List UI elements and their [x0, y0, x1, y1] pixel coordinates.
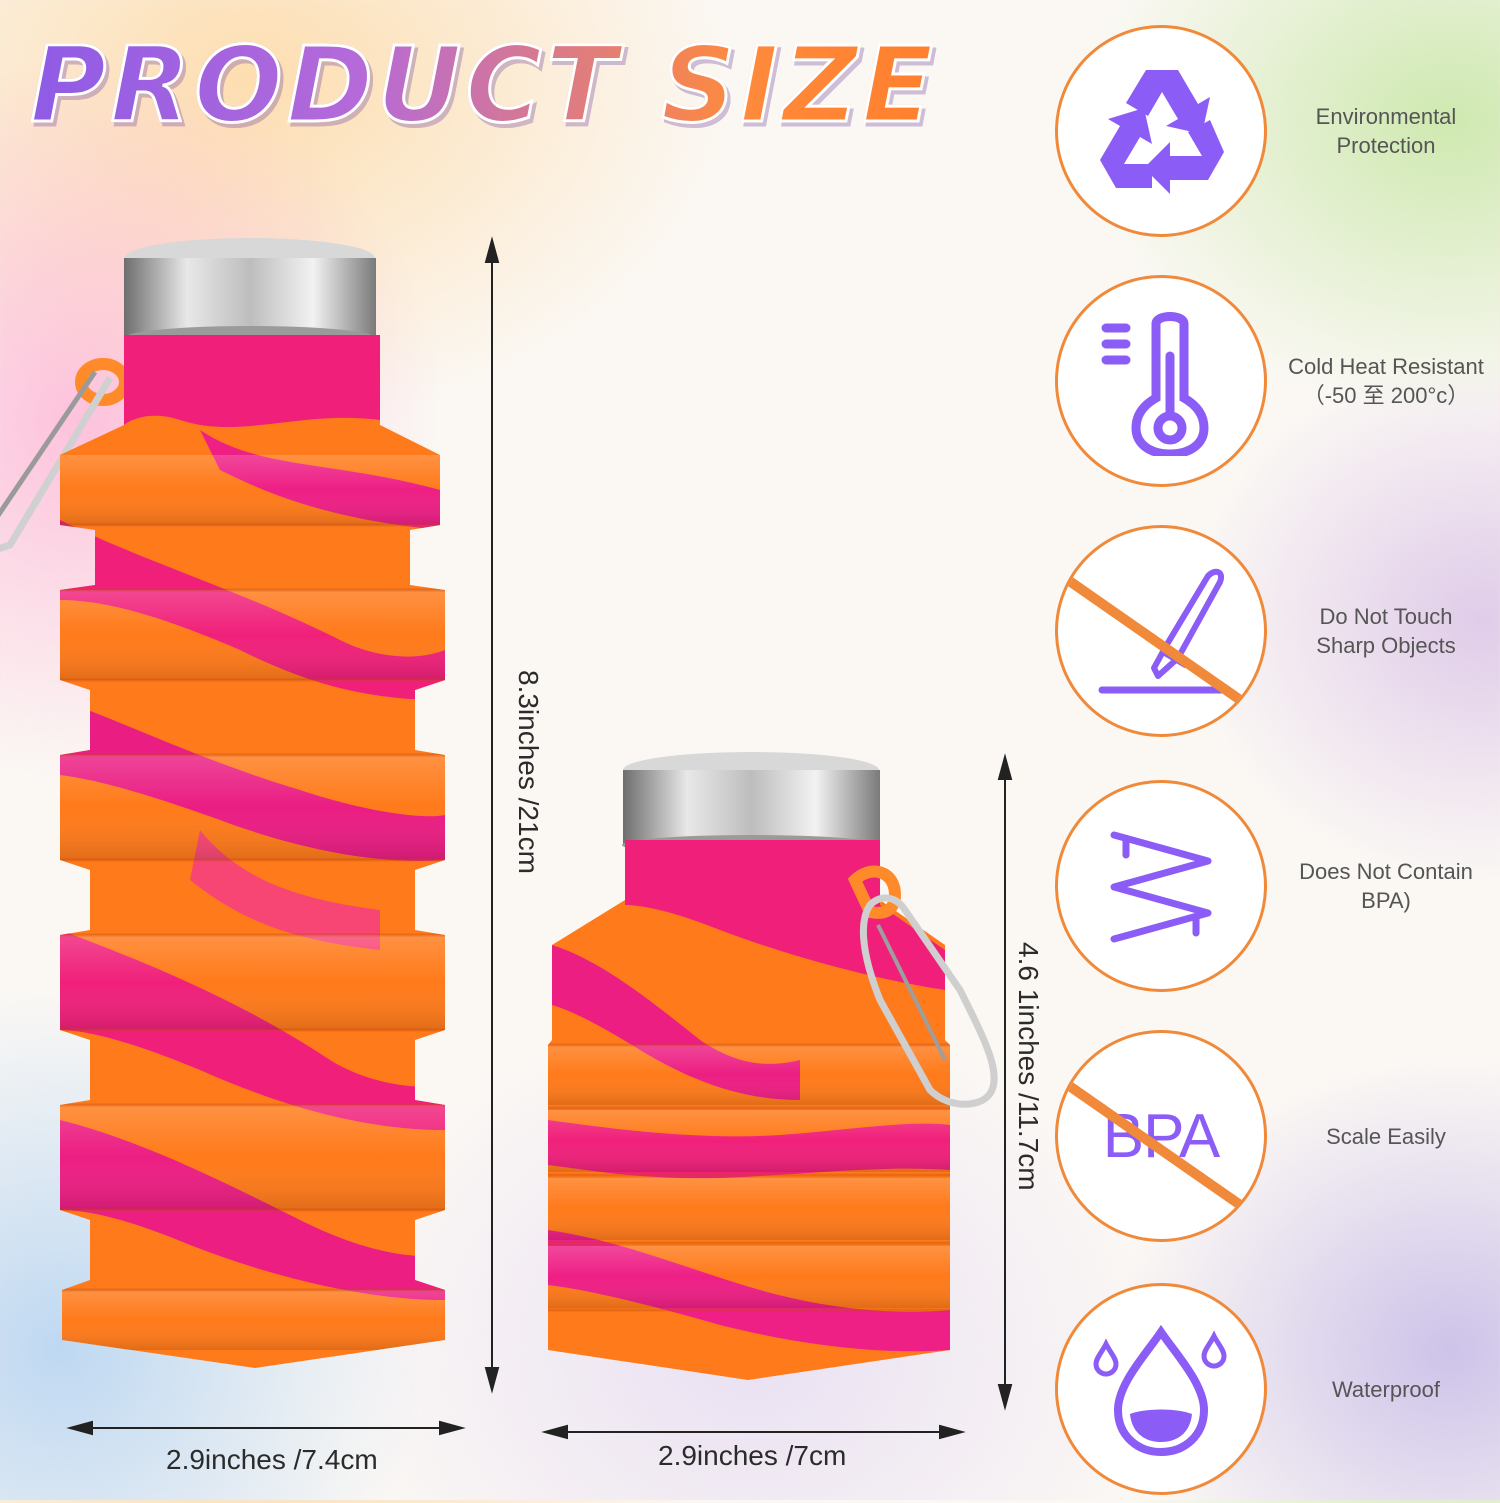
no-bpa-icon-text: BPA	[1102, 1101, 1220, 1171]
tall-width-arrow	[66, 1420, 466, 1436]
feature-waterproof: Waterproof	[1050, 1283, 1500, 1503]
feature-badge	[1055, 780, 1267, 992]
feature-label: Does Not Contain BPA)	[1272, 780, 1500, 992]
short-width-arrow	[541, 1424, 966, 1440]
feature-badge	[1055, 275, 1267, 487]
knife-prohibited-icon	[1065, 568, 1249, 709]
recycle-icon	[1100, 70, 1224, 194]
feature-label-line: BPA)	[1361, 888, 1411, 913]
feature-label-line: Environmental	[1315, 104, 1457, 129]
feature-scale-easily: BPA Scale Easily	[1050, 1030, 1500, 1250]
tall-height-label: 8.3inches /21cm	[513, 670, 544, 874]
tall-height-arrow	[484, 236, 500, 1394]
feature-label-line: （-50 至 200°c）	[1302, 383, 1470, 408]
feature-label-line: Do Not Touch	[1319, 604, 1453, 629]
feature-temperature: Cold Heat Resistant （-50 至 200°c）	[1050, 275, 1500, 495]
feature-sharp-objects: Do Not Touch Sharp Objects	[1050, 525, 1500, 745]
page-title: PRODUCT SIZE	[29, 20, 980, 150]
short-width-label: 2.9inches /7cm	[658, 1440, 847, 1471]
feature-list: Environmental Protection Cold Heat Resis…	[1050, 25, 1500, 1495]
feature-badge	[1055, 1283, 1267, 1495]
short-carabiner	[847, 865, 998, 1108]
tall-width-label: 2.9inches /7.4cm	[166, 1444, 378, 1475]
feature-label: Do Not Touch Sharp Objects	[1272, 525, 1500, 737]
short-bottle-body	[548, 840, 950, 1380]
feature-label: Waterproof	[1272, 1283, 1500, 1495]
feature-label: Scale Easily	[1272, 1030, 1500, 1242]
feature-label-line: Waterproof	[1331, 1376, 1440, 1402]
feature-label-line: Sharp Objects	[1316, 633, 1456, 658]
short-height-label: 4.6 1inches /11.7cm	[1013, 942, 1044, 1191]
no-bpa-icon	[1065, 1080, 1249, 1214]
feature-label: Cold Heat Resistant （-50 至 200°c）	[1272, 275, 1500, 487]
feature-badge	[1055, 525, 1267, 737]
feature-label: Environmental Protection	[1272, 25, 1500, 237]
feature-label-line: Scale Easily	[1326, 1123, 1446, 1149]
short-bottle-cap	[622, 752, 880, 855]
feature-label-line: Protection	[1336, 133, 1436, 158]
water-drop-icon	[1093, 1324, 1227, 1457]
feature-label-line: Does Not Contain	[1299, 859, 1473, 884]
feature-environmental: Environmental Protection	[1050, 25, 1500, 245]
thermometer-icon	[1101, 312, 1209, 456]
short-height-arrow	[997, 753, 1013, 1411]
feature-label-line: Cold Heat Resistant	[1288, 354, 1484, 379]
feature-bpa: Does Not Contain BPA)	[1050, 780, 1500, 1000]
feature-badge	[1055, 25, 1267, 237]
tall-bottle-body	[60, 335, 445, 1368]
tall-bottle-cap	[124, 238, 376, 350]
zigzag-icon	[1110, 831, 1212, 943]
feature-badge: BPA	[1055, 1030, 1267, 1242]
